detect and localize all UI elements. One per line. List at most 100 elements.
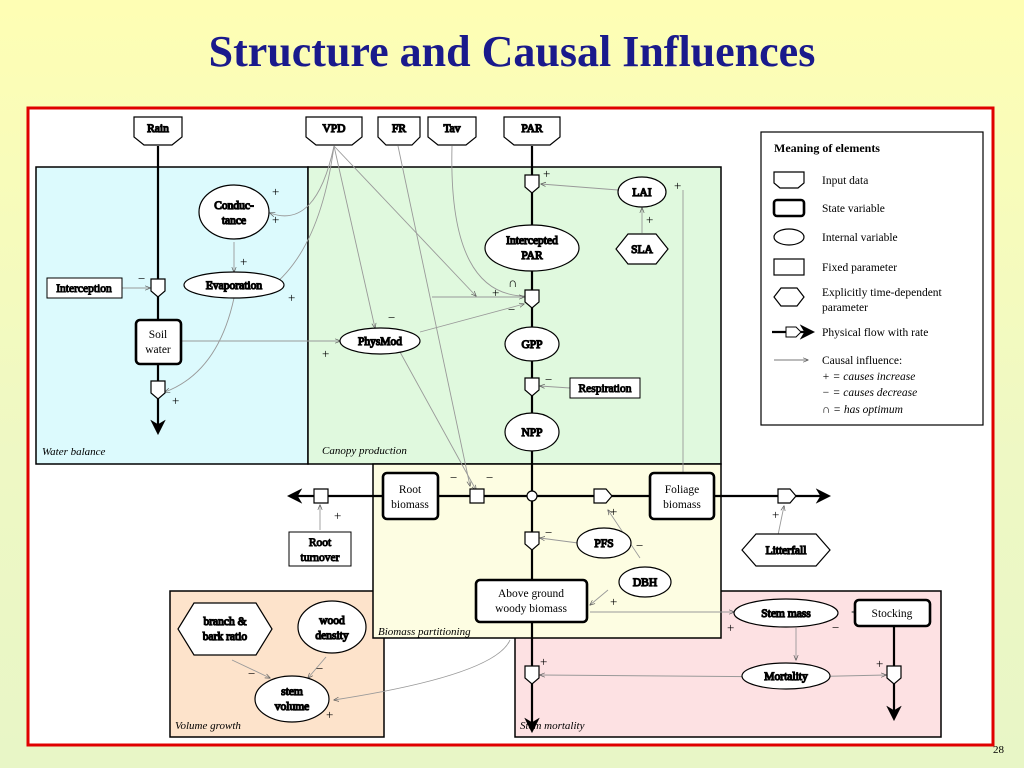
wood-density-line-1: wood	[319, 615, 345, 627]
legend-causal-line-2: + = causes increase	[822, 371, 915, 383]
dbh-label: DBH	[633, 577, 657, 589]
sign-minus: −	[636, 538, 643, 553]
node-root-turnover: Root turnover	[288, 531, 352, 567]
node-branch-bark: branch & bark ratio	[177, 602, 273, 656]
branch-bark-line-1: branch &	[203, 616, 246, 628]
node-stem-volume: stem volume	[254, 675, 330, 723]
node-mortality: Mortality	[741, 662, 831, 690]
partition-junction	[526, 490, 538, 502]
sign-minus: −	[316, 661, 323, 676]
legend-hexagon-shape	[773, 287, 805, 307]
valve-root	[469, 488, 485, 504]
input-fr-label: FR	[392, 123, 406, 135]
valve-par	[524, 174, 540, 194]
region-label-volume-growth: Volume growth	[175, 720, 241, 732]
root-turnover-line-1: Root	[309, 537, 332, 549]
valve-gpp	[524, 289, 540, 309]
above-ground-line-2: woody biomass	[495, 603, 567, 615]
region-canopy-production	[307, 166, 722, 465]
node-pfs: PFS	[576, 527, 632, 559]
rate-valves	[150, 174, 902, 685]
branch-bark-line-2: bark ratio	[203, 631, 248, 643]
input-tav-label: Tav	[443, 123, 460, 135]
page-number: 28	[993, 744, 1004, 756]
sign-minus: −	[545, 525, 552, 540]
node-lai: LAI	[617, 176, 667, 208]
node-conductance: Conduc- tance	[198, 184, 270, 240]
legend: Meaning of elements Input data State var…	[760, 131, 984, 426]
npp-label: NPP	[521, 427, 542, 439]
root-biomass-line-2: biomass	[391, 499, 429, 511]
node-evaporation: Evaporation	[183, 271, 285, 299]
node-intercepted-par: Intercepted PAR	[484, 224, 580, 272]
sla-label: SLA	[631, 244, 653, 256]
valve-interception	[150, 278, 166, 298]
valve-stem-mortality	[524, 665, 540, 685]
intercepted-par-line-2: PAR	[521, 250, 543, 262]
slide-title: Structure and Causal Influences	[208, 27, 816, 76]
soil-water-line-2: water	[145, 344, 171, 356]
sign-minus: −	[138, 271, 145, 286]
input-par-label: PAR	[521, 123, 543, 135]
wood-density-line-2: density	[315, 630, 348, 642]
stem-volume-line-1: stem	[281, 686, 303, 698]
legend-fixed-shape	[773, 258, 805, 276]
root-biomass-line-1: Root	[399, 484, 422, 496]
stem-mass-label: Stem mass	[761, 608, 811, 620]
legend-fixed-parameter: Fixed parameter	[822, 262, 897, 274]
legend-causal-line-4: ∩ = has optimum	[822, 404, 903, 416]
sign-plus: +	[288, 290, 295, 305]
sign-plus: +	[772, 507, 779, 522]
sign-plus: +	[876, 656, 883, 671]
input-vpd-label: VPD	[322, 123, 345, 135]
legend-title: Meaning of elements	[774, 141, 880, 155]
region-label-biomass-partitioning: Biomass partitioning	[378, 626, 471, 638]
legend-time-dependent-line-2: parameter	[822, 302, 868, 314]
node-interception: Interception	[46, 277, 123, 299]
pfs-label: PFS	[594, 538, 613, 550]
input-fr: FR	[377, 116, 421, 146]
valve-drainage	[150, 380, 166, 400]
node-sla: SLA	[615, 233, 669, 265]
litterfall-label: Litterfall	[766, 545, 807, 557]
node-soil-water: Soil water	[134, 318, 183, 366]
sign-plus: +	[240, 254, 247, 269]
stocking-label: Stocking	[872, 608, 913, 620]
sign-plus: +	[272, 212, 279, 227]
sign-plus: +	[543, 166, 550, 181]
physmod-label: PhysMod	[358, 336, 402, 348]
sign-minus: −	[450, 470, 457, 485]
legend-internal-shape	[773, 228, 805, 246]
input-tav: Tav	[427, 116, 477, 146]
sign-plus: +	[492, 285, 499, 300]
sign-plus: +	[172, 393, 179, 408]
sign-minus: −	[832, 620, 839, 635]
sign-plus: +	[646, 212, 653, 227]
sign-plus: +	[610, 504, 617, 519]
input-rain-label: Rain	[147, 123, 169, 135]
node-above-ground-woody-biomass: Above ground woody biomass	[474, 578, 589, 624]
soil-water-line-1: Soil	[149, 329, 168, 341]
legend-time-dependent-line-1: Explicitly time-dependent	[822, 287, 943, 299]
node-respiration: Respiration	[569, 377, 641, 399]
legend-state-shape	[772, 198, 806, 218]
legend-input-data: Input data	[822, 175, 868, 187]
region-label-stem-mortality: Stem mortality	[520, 720, 585, 732]
legend-internal-variable: Internal variable	[822, 232, 898, 244]
legend-physical-flow: Physical flow with rate	[822, 327, 928, 339]
input-rain: Rain	[133, 116, 183, 146]
region-label-water-balance: Water balance	[42, 446, 106, 458]
sign-plus: +	[272, 184, 279, 199]
valve-root-turnover	[313, 488, 329, 504]
stem-volume-line-2: volume	[275, 701, 310, 713]
sign-minus: −	[545, 372, 552, 387]
sign-plus: +	[334, 508, 341, 523]
valve-stem	[524, 531, 540, 551]
node-foliage-biomass: Foliage biomass	[648, 471, 716, 521]
node-wood-density: wood density	[297, 600, 367, 654]
sign-plus: +	[610, 594, 617, 609]
node-npp: NPP	[504, 412, 560, 452]
legend-flow-valve	[785, 326, 802, 338]
